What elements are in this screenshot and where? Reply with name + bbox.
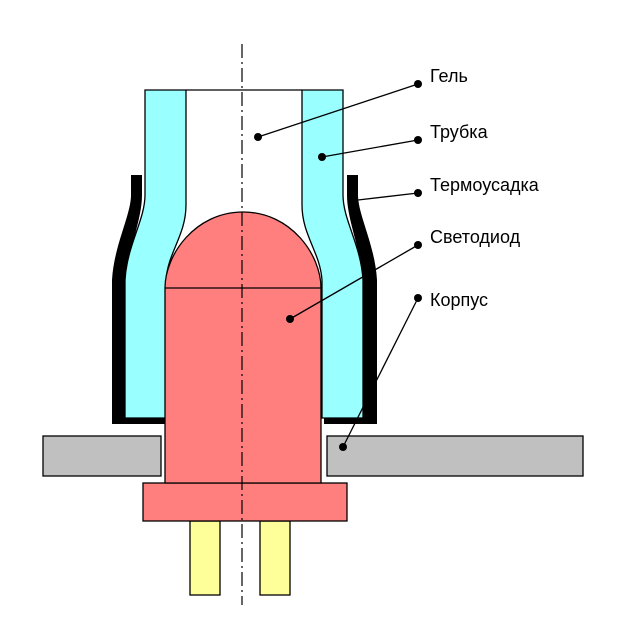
leader-dots [254, 80, 422, 451]
leader-housing [342, 297, 419, 448]
leader-lines [257, 83, 419, 448]
dot-housing-label [414, 294, 422, 302]
leader-gel [257, 83, 419, 138]
led-body [164, 211, 322, 484]
label-housing: Корпус [430, 290, 488, 310]
dot-housing-target [339, 443, 347, 451]
dot-gel-label [414, 80, 422, 88]
leader-led [289, 244, 419, 320]
led-pin-right [259, 520, 291, 596]
led-flange [142, 482, 348, 522]
label-heatshrink: Термоусадка [430, 175, 540, 195]
leader-tube [321, 139, 419, 158]
housing-right-panel [326, 435, 584, 477]
label-led: Светодиод [430, 227, 521, 247]
leader-heatshrink [357, 192, 419, 201]
dot-heatshrink-label [414, 189, 422, 197]
label-tube: Трубка [430, 122, 489, 142]
dot-gel-target [254, 133, 262, 141]
housing-left-panel [42, 435, 162, 477]
dot-tube-label [414, 136, 422, 144]
dot-led-label [414, 241, 422, 249]
dot-led-target [286, 315, 294, 323]
label-gel: Гель [430, 66, 468, 86]
led-pin-left [189, 520, 221, 596]
heatshrink-right [324, 175, 377, 424]
dot-tube-target [318, 153, 326, 161]
tube-right-wall [301, 89, 364, 419]
